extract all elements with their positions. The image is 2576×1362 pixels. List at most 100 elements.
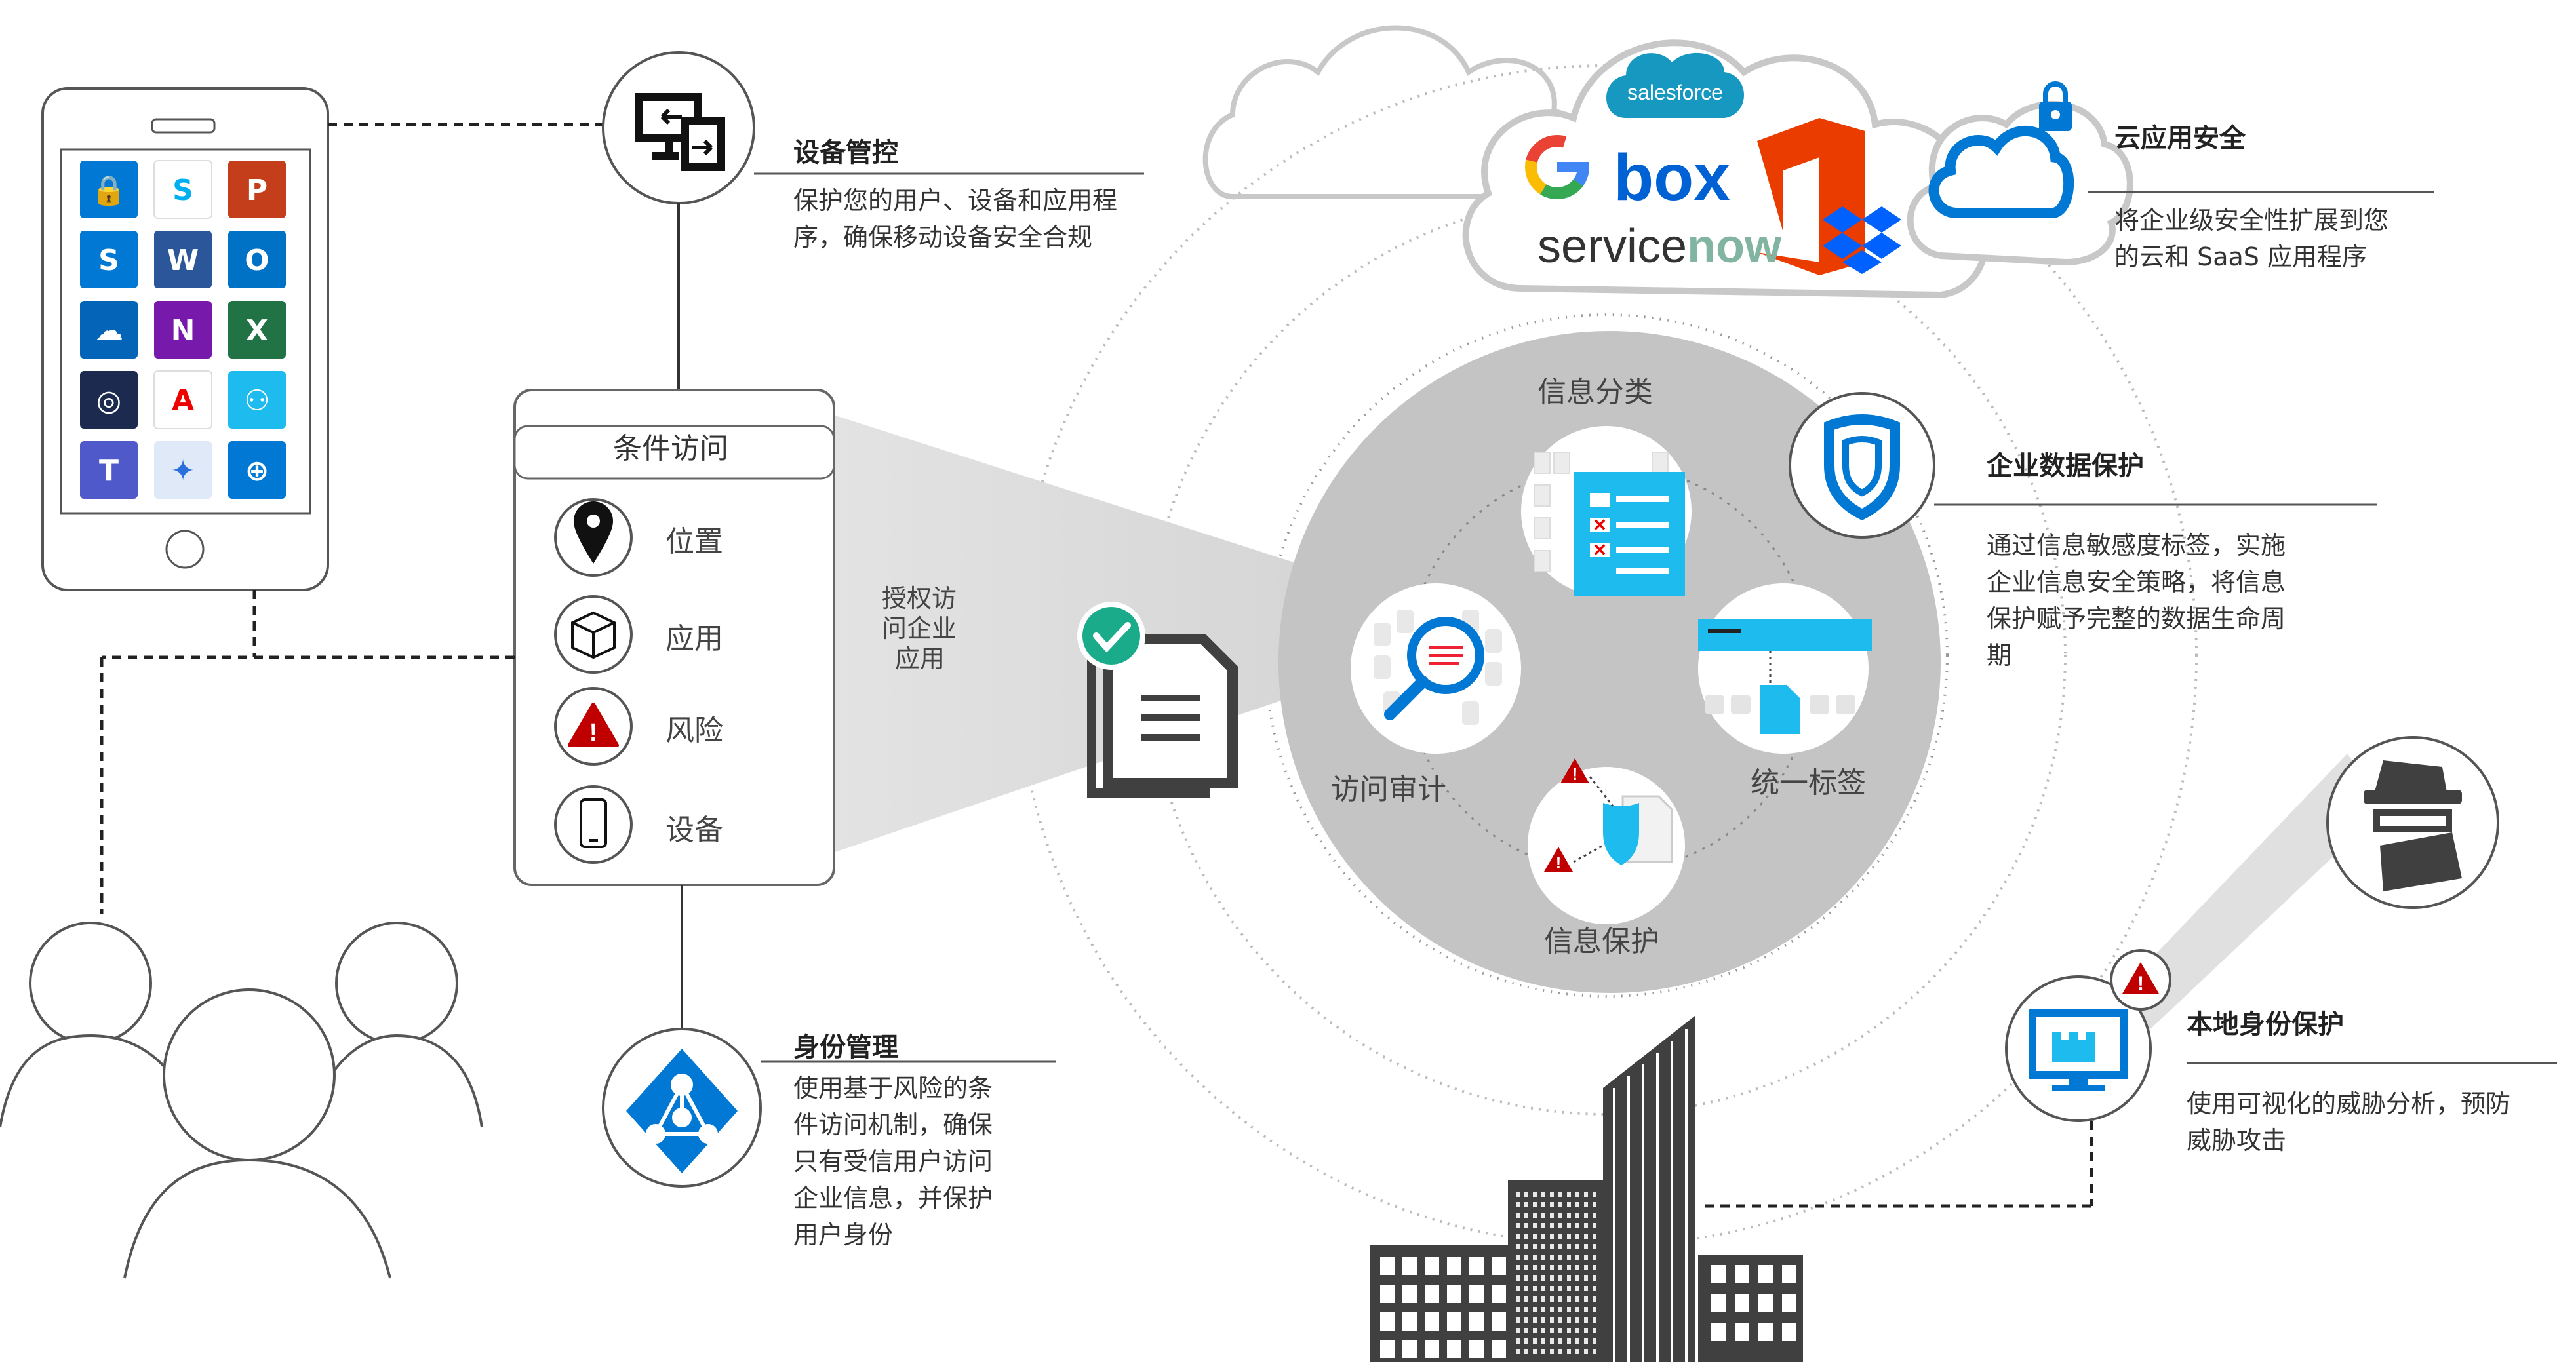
excel-app-icon[interactable]: X [228, 301, 286, 359]
building-window [1584, 1234, 1588, 1239]
building-window [1516, 1317, 1520, 1323]
onedrive-app-icon[interactable]: ☁ [80, 301, 138, 359]
sharepoint-app-icon[interactable]: S [80, 231, 138, 288]
svg-text:⚇: ⚇ [244, 384, 269, 418]
enterprise-data-protection-title: 企业数据保护 [1987, 451, 2144, 481]
svg-text:N: N [171, 314, 195, 347]
building-window [1402, 1285, 1417, 1303]
device-management-desc-1: 保护您的用户、设备和应用程 [793, 186, 1118, 215]
building-window [1558, 1328, 1562, 1333]
authorized-access-label-1: 授权访 [882, 584, 957, 613]
building-window [1567, 1275, 1571, 1281]
teams-app-icon[interactable]: T [80, 441, 138, 499]
building-window [1584, 1244, 1588, 1249]
building-window [1593, 1213, 1596, 1218]
adobe-acrobat-app-icon[interactable]: A [153, 370, 212, 429]
svg-text:!: ! [2137, 973, 2144, 994]
building-window [1575, 1349, 1579, 1354]
ca-item-location: 位置 [665, 525, 723, 558]
building-window [1593, 1234, 1596, 1239]
app-cube-icon [554, 595, 633, 674]
building-window [1541, 1202, 1545, 1207]
building-window [1533, 1255, 1537, 1260]
authenticator-app-icon[interactable]: 🔒 [80, 161, 138, 218]
building-window [1541, 1192, 1545, 1197]
managed-browser-app-icon[interactable]: ⊕ [228, 441, 286, 499]
ca-item-risk: 风险 [665, 714, 723, 747]
building-window [1550, 1338, 1554, 1344]
building-window [1516, 1338, 1520, 1344]
building-window [1469, 1257, 1484, 1275]
building-window [1567, 1213, 1571, 1218]
building-window [1425, 1340, 1439, 1358]
building-window [1735, 1323, 1749, 1341]
word-app-icon[interactable]: W [154, 231, 212, 288]
building-window [1593, 1328, 1596, 1333]
svg-text:☁: ☁ [94, 314, 123, 347]
building-window [1567, 1265, 1571, 1270]
building-window [1541, 1349, 1545, 1354]
audit-icon [1351, 583, 1521, 754]
building-window [1584, 1349, 1588, 1354]
identity-desc-3: 只有受信用户访问 [793, 1147, 993, 1176]
shield-icon [1824, 414, 1900, 520]
building-window [1558, 1234, 1562, 1239]
cloud-app-security-desc-2: 的云和 SaaS 应用程序 [2114, 243, 2367, 271]
device-management-desc-2: 序，确保移动设备安全合规 [793, 223, 1093, 252]
building-window [1516, 1296, 1520, 1302]
building-window [1550, 1286, 1554, 1291]
device-management-icon [635, 93, 725, 171]
svg-text:A: A [172, 384, 194, 418]
building-window [1584, 1213, 1588, 1218]
building-window [1593, 1192, 1596, 1197]
building-window [1584, 1338, 1588, 1344]
building-window [1402, 1257, 1417, 1275]
building-window [1469, 1285, 1484, 1303]
company-portal-app-icon[interactable]: ◎ [80, 371, 138, 429]
google-logo [1525, 135, 1589, 199]
sap-fiori-app-icon[interactable]: ✦ [154, 441, 212, 499]
building-window [1402, 1312, 1417, 1331]
building-window [1558, 1202, 1562, 1207]
building-window [1516, 1223, 1520, 1228]
building-window [1593, 1244, 1596, 1249]
unified-labeling-label: 统一标签 [1751, 766, 1866, 800]
building-window [1524, 1192, 1528, 1197]
powerpoint-app-icon[interactable]: P [228, 161, 286, 218]
building-window [1584, 1307, 1588, 1312]
building-window [1575, 1255, 1579, 1260]
building-window [1533, 1349, 1537, 1354]
building-window [1550, 1192, 1554, 1197]
building-window [1593, 1275, 1596, 1281]
building-window [1550, 1349, 1554, 1354]
building-window [1516, 1192, 1520, 1197]
onprem-identity-desc-1: 使用可视化的威胁分析，预防 [2187, 1089, 2511, 1118]
building-window [1567, 1192, 1571, 1197]
skype-app-icon[interactable]: S [153, 160, 212, 219]
onenote-app-icon[interactable]: N [154, 301, 212, 359]
building-window [1524, 1349, 1528, 1354]
risk-warning-icon: ! [554, 687, 633, 766]
building-window [1584, 1317, 1588, 1323]
svg-text:⊕: ⊕ [245, 454, 269, 488]
building-window [1567, 1223, 1571, 1228]
data-protection-desc-2: 企业信息安全策略，将信息 [1987, 568, 2286, 596]
building-window [1541, 1275, 1545, 1281]
building-window [1593, 1296, 1596, 1302]
svg-text:!: ! [1556, 853, 1562, 872]
building-window [1516, 1234, 1520, 1239]
outlook-app-icon[interactable]: O [228, 231, 286, 288]
building-window [1567, 1286, 1571, 1291]
building-window [1533, 1234, 1537, 1239]
building-window [1516, 1255, 1520, 1260]
yammer-app-icon[interactable]: ⚇ [228, 371, 286, 429]
building-window [1593, 1286, 1596, 1291]
data-protection-desc-3: 保护赋予完整的数据生命周 [1987, 604, 2286, 633]
building-window [1541, 1265, 1545, 1270]
onprem-identity-title: 本地身份保护 [2187, 1009, 2344, 1040]
svg-text:S: S [172, 174, 193, 207]
building-window [1550, 1307, 1554, 1312]
building-window [1782, 1294, 1796, 1312]
building-window [1533, 1338, 1537, 1344]
